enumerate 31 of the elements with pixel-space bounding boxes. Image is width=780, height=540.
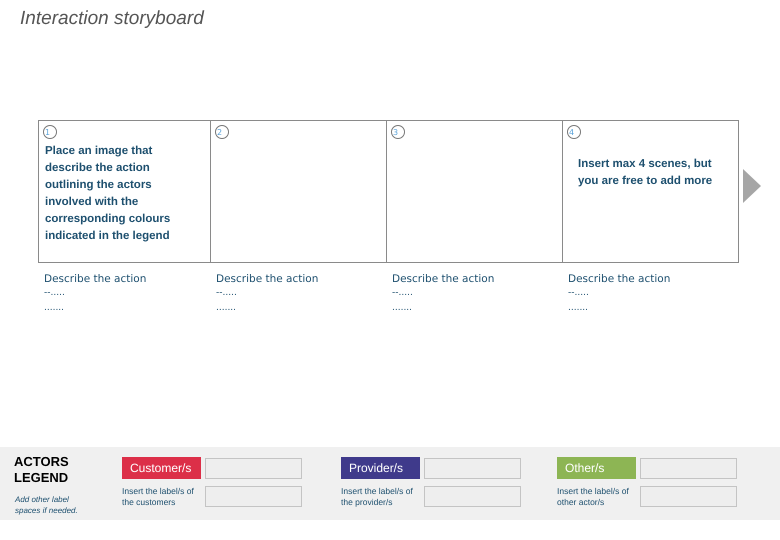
- legend-heading: ACTORS LEGEND: [14, 454, 70, 486]
- scene-number: 2: [215, 125, 229, 139]
- placeholder-dots: .......: [568, 303, 588, 313]
- scene-frame: [210, 120, 387, 263]
- placeholder-dots: --.....: [392, 288, 413, 298]
- placeholder-dots: --.....: [44, 288, 65, 298]
- placeholder-dots: --.....: [568, 288, 589, 298]
- scene-number: 1: [43, 125, 57, 139]
- legend-swatch: Customer/s: [122, 457, 201, 479]
- scene-frame: [38, 120, 211, 263]
- action-description: Describe the action: [568, 273, 670, 285]
- scene-frame: [562, 120, 739, 263]
- action-description: Describe the action: [392, 273, 494, 285]
- placeholder-dots: .......: [216, 303, 236, 313]
- scene-frame: [386, 120, 563, 263]
- instruction-text: Insert max 4 scenes, but you are free to add more: [578, 157, 714, 189]
- legend-swatch: Provider/s: [341, 457, 420, 479]
- legend-instruction: Insert the label/s of the provider/s: [341, 486, 414, 508]
- title: Interaction storyboard: [20, 8, 204, 30]
- placeholder-dots: .......: [44, 303, 64, 313]
- placeholder-dots: .......: [392, 303, 412, 313]
- scene-number: 3: [391, 125, 405, 139]
- action-description: Describe the action: [44, 273, 146, 285]
- instruction-text: Place an image that describe the action outlining the actors involved with the corresponding colours indicated in the legend: [45, 144, 172, 244]
- placeholder-dots: --.....: [216, 288, 237, 298]
- scene-number: 4: [567, 125, 581, 139]
- legend-swatch: Other/s: [557, 457, 636, 479]
- action-description: Describe the action: [216, 273, 318, 285]
- legend-note: Add other label spaces if needed.: [15, 494, 79, 516]
- legend-instruction: Insert the label/s of the customers: [122, 486, 195, 508]
- legend-instruction: Insert the label/s of other actor/s: [557, 486, 630, 508]
